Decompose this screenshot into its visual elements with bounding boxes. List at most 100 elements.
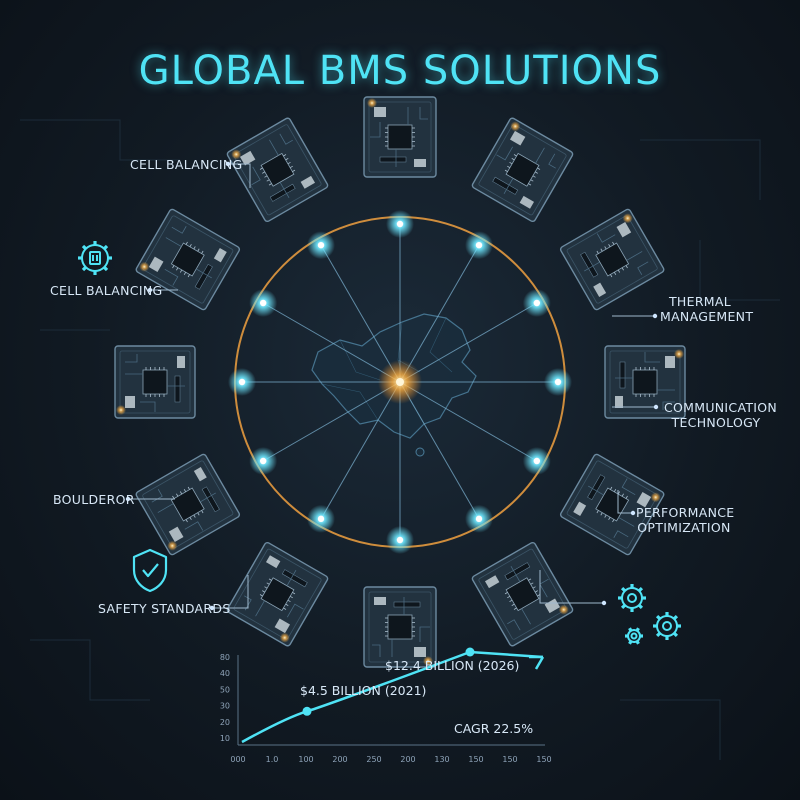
chip-pin xyxy=(532,175,536,178)
label-thermal-line1: THERMAL xyxy=(668,294,732,309)
board-connector xyxy=(616,221,632,238)
label-2026: $12.4 BILLION (2026) xyxy=(385,658,519,673)
y-tick-label: 30 xyxy=(220,702,230,711)
board-border xyxy=(142,215,234,304)
board-connector xyxy=(509,130,526,146)
board-border xyxy=(368,101,432,173)
chip-pin xyxy=(292,169,296,172)
chip-pin xyxy=(183,271,187,275)
board-connector xyxy=(636,491,652,508)
chip-pin xyxy=(507,595,511,599)
board-header xyxy=(580,251,599,278)
y-tick-label: 80 xyxy=(220,653,230,662)
board-connector xyxy=(414,159,426,167)
ring-node xyxy=(533,299,541,307)
chip-pin xyxy=(193,514,196,518)
chip-pin xyxy=(507,165,511,169)
chip-pin xyxy=(201,250,204,254)
board-connector xyxy=(374,107,386,117)
chip-pin xyxy=(504,169,508,172)
spoke-line xyxy=(399,381,538,462)
chip-pin xyxy=(187,274,190,278)
chip-pin xyxy=(511,603,515,606)
chip-pin xyxy=(285,603,289,606)
spoke-line xyxy=(399,244,480,383)
board-connector xyxy=(125,396,135,408)
chip-pin xyxy=(197,248,200,252)
ring-node xyxy=(396,220,404,228)
data-point-2021 xyxy=(302,706,312,716)
spoke-line xyxy=(320,244,401,383)
board-border xyxy=(233,124,322,216)
board-header xyxy=(201,486,220,513)
board-connector xyxy=(544,598,561,614)
board-connector xyxy=(573,501,587,517)
chip-pin xyxy=(264,586,268,589)
gear-tooth xyxy=(103,244,109,250)
label-performance-line2: OPTIMIZATION xyxy=(637,520,731,535)
chip-pin xyxy=(608,516,611,520)
ring-node xyxy=(238,378,246,386)
chip-pin xyxy=(262,171,266,174)
board-connector xyxy=(213,247,227,263)
board-spark xyxy=(650,492,661,503)
board-header xyxy=(587,474,606,501)
y-tick-label: 40 xyxy=(220,669,230,678)
gear-tooth xyxy=(672,614,679,621)
board-chip xyxy=(595,242,630,277)
chip-pin xyxy=(530,582,534,585)
x-tick-label: 1.0 xyxy=(266,755,279,764)
board-spark xyxy=(558,604,569,615)
chip-pin xyxy=(617,269,621,273)
board-connector xyxy=(519,195,535,209)
board-traces xyxy=(164,226,212,286)
board-traces xyxy=(151,489,216,531)
board-border xyxy=(368,591,432,663)
board-border xyxy=(609,350,681,414)
board-chip xyxy=(387,614,413,640)
chip-pin xyxy=(172,265,175,269)
board-traces xyxy=(251,133,293,198)
ring-node xyxy=(259,299,267,307)
growth-arrowhead xyxy=(529,655,545,670)
board-spark xyxy=(423,656,433,666)
chip-pin xyxy=(596,510,599,514)
board-header xyxy=(504,562,531,581)
label-communication-line1: COMMUNICATION xyxy=(664,400,778,415)
board-spark xyxy=(367,98,377,108)
circuit-board xyxy=(363,96,437,178)
label-boulderor: BOULDEROR xyxy=(53,492,135,507)
ring-node xyxy=(259,457,267,465)
label-cell-balancing-top: CELL BALANCING xyxy=(130,157,243,172)
board-header xyxy=(281,569,308,588)
chip-pin xyxy=(604,514,607,518)
board-connector xyxy=(374,597,386,605)
chip-pin xyxy=(534,171,538,174)
chip-pin xyxy=(183,489,187,493)
chip-pin xyxy=(176,267,179,271)
chip-pin xyxy=(189,516,192,520)
x-tick-label: 200 xyxy=(400,755,415,764)
chip-pin xyxy=(621,493,624,497)
x-tick-label: 100 xyxy=(298,755,313,764)
board-traces xyxy=(125,354,185,412)
chip-pin xyxy=(266,582,270,585)
board-connector xyxy=(177,356,185,368)
circuit-board xyxy=(604,345,686,419)
x-tick-label: 200 xyxy=(332,755,347,764)
gear-tooth xyxy=(637,603,644,610)
board-connector xyxy=(274,618,291,634)
ring-node xyxy=(396,536,404,544)
circuit-boards xyxy=(114,96,686,668)
label-2021: $4.5 BILLION (2021) xyxy=(300,683,426,698)
chip-pin xyxy=(179,269,183,273)
board-connector xyxy=(168,526,184,543)
board-border xyxy=(142,460,234,549)
chip-pin xyxy=(612,241,615,245)
spoke-line xyxy=(399,302,538,383)
chip-pin xyxy=(259,167,263,170)
chip-pin xyxy=(292,592,296,595)
board-traces xyxy=(496,146,556,194)
label-communication-technology: COMMUNICATION TECHNOLOGY xyxy=(664,400,778,430)
